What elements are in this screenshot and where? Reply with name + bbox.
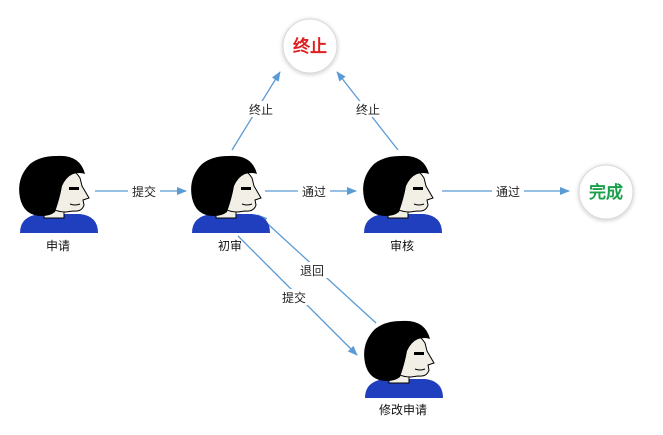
node-first-review-label: 初审 (218, 238, 242, 253)
node-modify-apply: 修改申请 (363, 320, 444, 417)
person-icon (190, 155, 271, 234)
node-review: 审核 (362, 155, 443, 253)
edge-label-first-to-review: 通过 (302, 185, 326, 199)
node-modify-apply-label: 修改申请 (379, 402, 427, 417)
edge-label-review-to-complete: 通过 (496, 185, 520, 199)
edge-label-modify-to-first: 退回 (300, 264, 324, 278)
edge-label-apply-to-first: 提交 (132, 184, 156, 199)
state-complete: 完成 (578, 164, 634, 220)
edge-label-first-to-modify: 提交 (282, 290, 306, 305)
node-apply: 申请 (18, 155, 99, 253)
edge-label-review-to-terminate: 终止 (356, 102, 380, 117)
person-icon (18, 155, 99, 234)
edge-label-first-to-terminate: 终止 (249, 102, 273, 117)
person-icon (363, 320, 444, 399)
node-review-label: 审核 (390, 238, 414, 253)
node-apply-label: 申请 (46, 239, 70, 253)
state-complete-label: 完成 (589, 182, 623, 203)
state-terminate-label: 终止 (293, 36, 327, 57)
person-icon (362, 155, 443, 234)
node-first-review: 初审 (190, 155, 271, 253)
state-terminate: 终止 (282, 18, 338, 74)
